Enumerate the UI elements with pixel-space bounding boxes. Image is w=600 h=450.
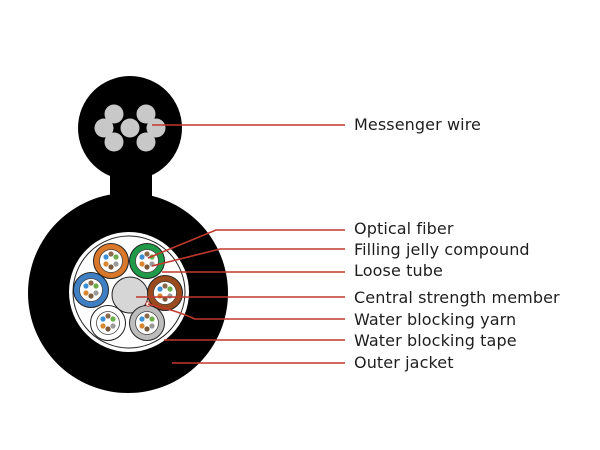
loose-tube-blue bbox=[73, 272, 109, 308]
optical-fiber bbox=[93, 283, 99, 289]
loose-tubes bbox=[73, 243, 183, 341]
label-filling-jelly-compound: Filling jelly compound bbox=[354, 240, 530, 259]
optical-fiber bbox=[105, 326, 111, 332]
loose-tube-white bbox=[90, 305, 126, 341]
optical-fiber bbox=[149, 323, 155, 329]
optical-fiber bbox=[157, 293, 163, 299]
label-loose-tube: Loose tube bbox=[354, 261, 443, 280]
messenger-strand bbox=[104, 104, 124, 124]
messenger-strand bbox=[136, 104, 156, 124]
messenger-strand bbox=[94, 118, 114, 138]
optical-fiber bbox=[144, 313, 150, 319]
optical-fiber bbox=[83, 283, 89, 289]
optical-fiber bbox=[139, 254, 145, 260]
optical-fiber bbox=[113, 254, 119, 260]
optical-fiber bbox=[93, 290, 99, 296]
optical-fiber bbox=[144, 251, 150, 257]
label-water-blocking-tape: Water blocking tape bbox=[354, 331, 517, 350]
messenger-strand bbox=[136, 132, 156, 152]
optical-fiber bbox=[83, 290, 89, 296]
label-central-strength-member: Central strength member bbox=[354, 288, 560, 307]
optical-fiber bbox=[110, 323, 116, 329]
optical-fiber bbox=[100, 316, 106, 322]
optical-fiber bbox=[103, 261, 109, 267]
optical-fiber bbox=[157, 286, 163, 292]
optical-fiber bbox=[88, 280, 94, 286]
label-optical-fiber: Optical fiber bbox=[354, 219, 454, 238]
optical-fiber bbox=[105, 313, 111, 319]
optical-fiber bbox=[149, 316, 155, 322]
leader-line-water-blocking-yarn bbox=[147, 303, 345, 320]
optical-fiber bbox=[144, 326, 150, 332]
loose-tube-brown bbox=[147, 275, 183, 311]
optical-fiber bbox=[110, 316, 116, 322]
loose-tube-grey bbox=[129, 305, 165, 341]
optical-fiber bbox=[162, 283, 168, 289]
messenger-strand bbox=[104, 132, 124, 152]
optical-fiber bbox=[144, 264, 150, 270]
messenger-strand bbox=[120, 118, 140, 138]
label-water-blocking-yarn: Water blocking yarn bbox=[354, 310, 517, 329]
messenger-strands bbox=[94, 104, 166, 152]
loose-tube-orange bbox=[93, 243, 129, 279]
optical-fiber bbox=[88, 293, 94, 299]
label-messenger-wire: Messenger wire bbox=[354, 115, 481, 134]
label-outer-jacket: Outer jacket bbox=[354, 353, 454, 372]
optical-fiber bbox=[108, 251, 114, 257]
water-blocking-tape-ring bbox=[72, 235, 186, 349]
optical-fiber bbox=[108, 264, 114, 270]
leader-line-optical-fiber bbox=[147, 229, 345, 259]
optical-fiber bbox=[100, 323, 106, 329]
optical-fiber bbox=[103, 254, 109, 260]
optical-fiber bbox=[139, 316, 145, 322]
optical-fiber bbox=[113, 261, 119, 267]
messenger-strand bbox=[146, 118, 166, 138]
optical-fiber bbox=[139, 323, 145, 329]
optical-fiber bbox=[139, 261, 145, 267]
optical-fiber bbox=[167, 286, 173, 292]
optical-fiber bbox=[167, 293, 173, 299]
loose-tube-green bbox=[129, 243, 165, 279]
leader-line-filling-jelly bbox=[151, 248, 345, 267]
